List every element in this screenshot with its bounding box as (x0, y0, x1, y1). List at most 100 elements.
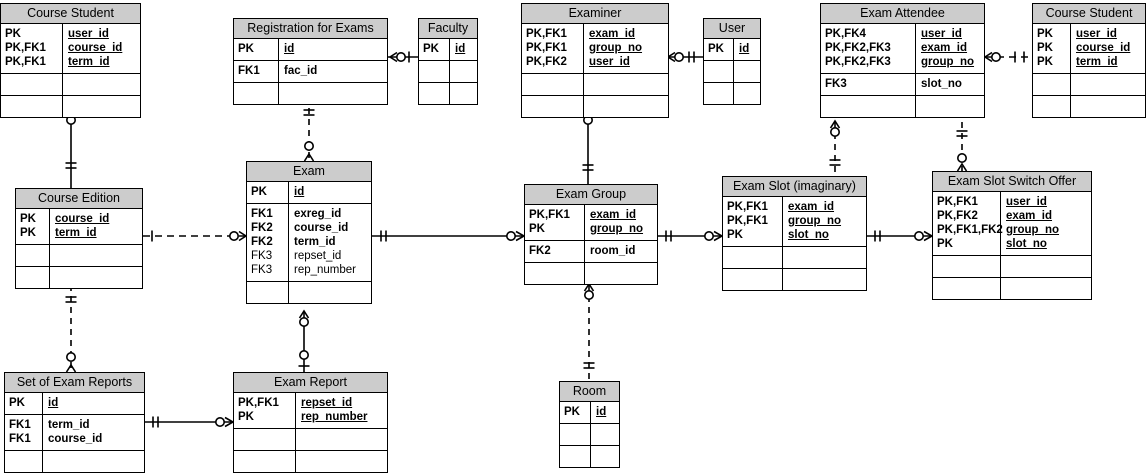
attribute-key-column (723, 269, 783, 290)
attribute-name: id (284, 43, 295, 55)
entity-title: Registration for Exams (234, 19, 387, 39)
rel-regexams-exam (303, 97, 315, 162)
attribute-name-column: fac_id (279, 61, 387, 82)
attribute-key-column: FK1 (234, 61, 279, 82)
attribute-name-column (296, 429, 387, 450)
entity-empty-section (821, 95, 984, 117)
attribute-key: PK (9, 397, 25, 409)
attribute-name-column (1071, 96, 1145, 117)
attribute-name: exreg_id (294, 208, 342, 220)
attribute-key-column: PK (419, 39, 450, 60)
attribute-name-column (591, 446, 619, 467)
attribute-name: term_id (1076, 56, 1118, 68)
attribute-key-column (704, 61, 734, 82)
attribute-key: PK (5, 28, 21, 40)
rel-attendee-examslot (829, 119, 841, 176)
attribute-key: PK (20, 227, 36, 239)
attribute-name: exam_id (590, 209, 637, 221)
rel-exam-examgroup (372, 230, 526, 242)
attribute-name: term_id (48, 419, 90, 431)
entity-empty-section (16, 266, 142, 288)
entity-title: Course Student (1033, 4, 1145, 24)
rel-setofexamreports-examreport (145, 416, 235, 428)
attribute-name: group_no (589, 42, 643, 54)
entity-title: Course Edition (16, 189, 142, 209)
entity-title: User (704, 19, 760, 39)
attribute-key: PK,FK2 (526, 56, 567, 68)
entity-empty-section (1, 95, 140, 117)
attribute-name: group_no (788, 215, 842, 227)
attribute-key: PK,FK1 (529, 209, 570, 221)
attribute-name: course_id (48, 433, 103, 445)
attribute-key: FK1 (9, 433, 31, 445)
attribute-key: PK (238, 411, 254, 423)
attribute-key-column (933, 256, 1001, 277)
entity-attribute-section (522, 73, 668, 95)
attribute-key-column (723, 247, 783, 268)
attribute-name: slot_no (921, 78, 962, 90)
attribute-name-column (734, 83, 760, 104)
attribute-key-column (1033, 74, 1071, 95)
entity-title: Exam Group (525, 185, 657, 205)
attribute-name: user_id (1006, 196, 1047, 208)
attribute-key-column: FK2 (525, 241, 585, 262)
entity-attribute-section (704, 60, 760, 82)
rel-exam-examreport (298, 309, 310, 372)
rel-examgroup-examslot (658, 230, 724, 242)
attribute-key: PK (1037, 56, 1053, 68)
attribute-name: exam_id (921, 42, 968, 54)
attribute-name: course_id (55, 213, 110, 225)
attribute-key-column (16, 245, 50, 266)
attribute-name: user_id (589, 56, 630, 68)
entity-empty-section (419, 82, 477, 104)
attribute-key-column: PK (5, 393, 43, 414)
entity-empty-section (560, 445, 619, 467)
attribute-key: FK1 (9, 419, 31, 431)
attribute-key: PK (20, 213, 36, 225)
attribute-key-column (704, 83, 734, 104)
attribute-key: PK,FK1 (5, 42, 46, 54)
attribute-name-column: id (279, 39, 387, 60)
attribute-name: slot_no (1006, 238, 1047, 250)
attribute-key: PK,FK1 (727, 215, 768, 227)
entity-attribute-section (560, 423, 619, 445)
attribute-key-column: PK (560, 402, 591, 423)
attribute-name: rep_number (294, 264, 357, 276)
attribute-key-column (234, 83, 279, 104)
attribute-key-column (522, 74, 584, 95)
attribute-key: FK3 (825, 78, 847, 90)
attribute-name: id (739, 43, 750, 55)
attribute-key: FK2 (251, 236, 273, 248)
entity-attribute-section (419, 60, 477, 82)
attribute-key: PK,FK2,FK3 (825, 56, 891, 68)
attribute-name-column (584, 74, 668, 95)
